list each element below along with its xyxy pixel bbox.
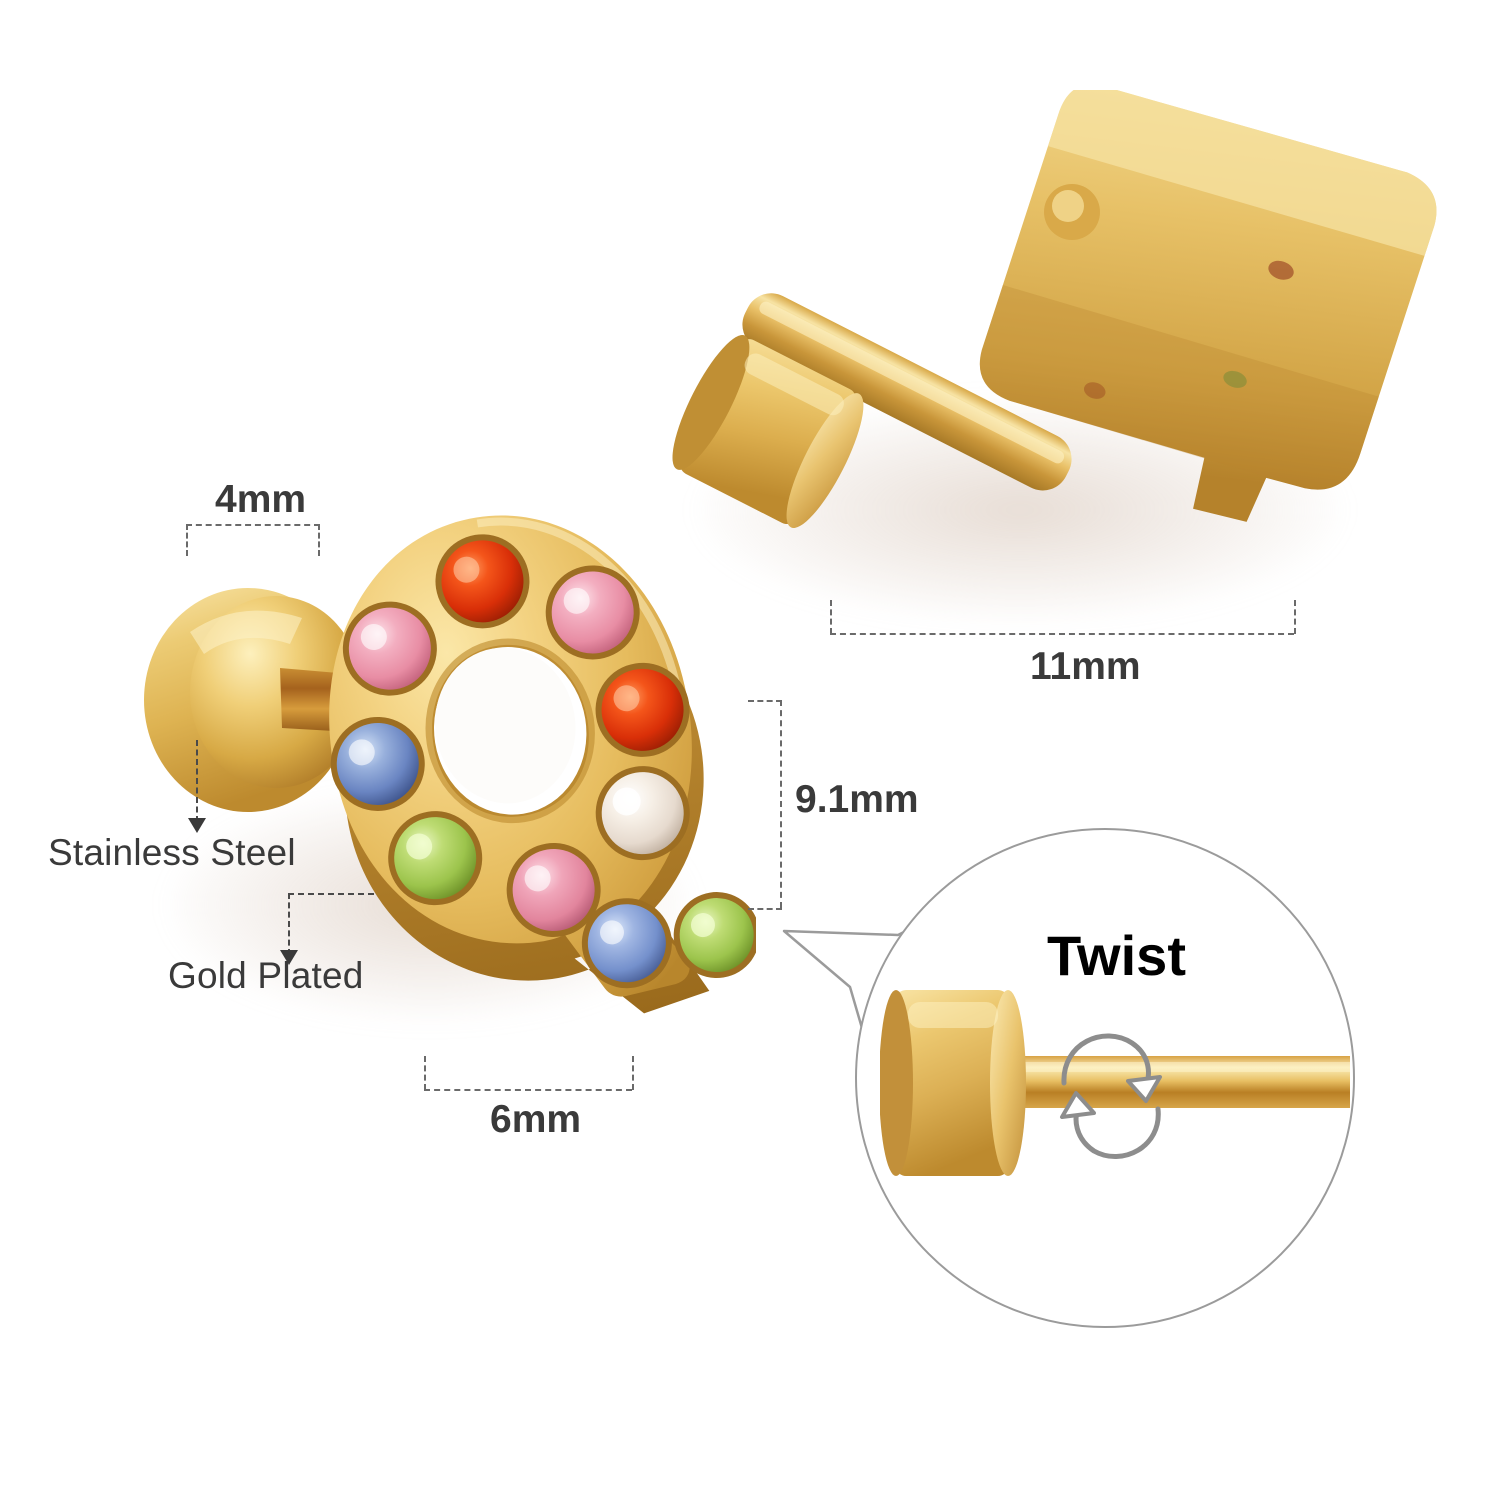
dim-11mm-span <box>830 633 1294 635</box>
twist-rotation-arrows <box>1060 1033 1162 1159</box>
dim-11mm-tick-left <box>830 600 832 634</box>
dim-11mm-tick-right <box>1294 600 1296 634</box>
twist-post-illustration <box>880 990 1350 1176</box>
dim-11mm-label: 11mm <box>1030 645 1141 688</box>
dim-91mm-tick-top <box>748 700 782 702</box>
dim-6mm-tick-right <box>632 1056 634 1090</box>
dim-4mm-span <box>186 524 320 526</box>
dim-91mm-label: 9.1mm <box>795 778 919 821</box>
leader-stainless-steel <box>196 740 198 822</box>
leader-gold-plated-horizontal <box>288 893 394 895</box>
dim-4mm-tick-right <box>318 524 320 556</box>
dim-4mm-label: 4mm <box>215 478 307 521</box>
dim-91mm-span <box>780 700 782 908</box>
dim-6mm-tick-left <box>424 1056 426 1090</box>
twist-label: Twist <box>1047 924 1186 987</box>
dim-6mm-label: 6mm <box>490 1098 582 1141</box>
label-stainless-steel: Stainless Steel <box>48 832 296 873</box>
arrow-gold-plated-down <box>280 950 298 965</box>
arrow-stainless-steel <box>188 818 206 833</box>
dim-4mm-tick-left <box>186 524 188 556</box>
label-gold-plated: Gold Plated <box>168 955 364 996</box>
leader-gold-plated-vertical <box>288 893 290 955</box>
letter-q-charm <box>329 515 756 1014</box>
earring-side-view <box>672 90 1437 529</box>
dim-91mm-tick-bottom <box>748 908 782 910</box>
dim-6mm-span <box>424 1089 632 1091</box>
